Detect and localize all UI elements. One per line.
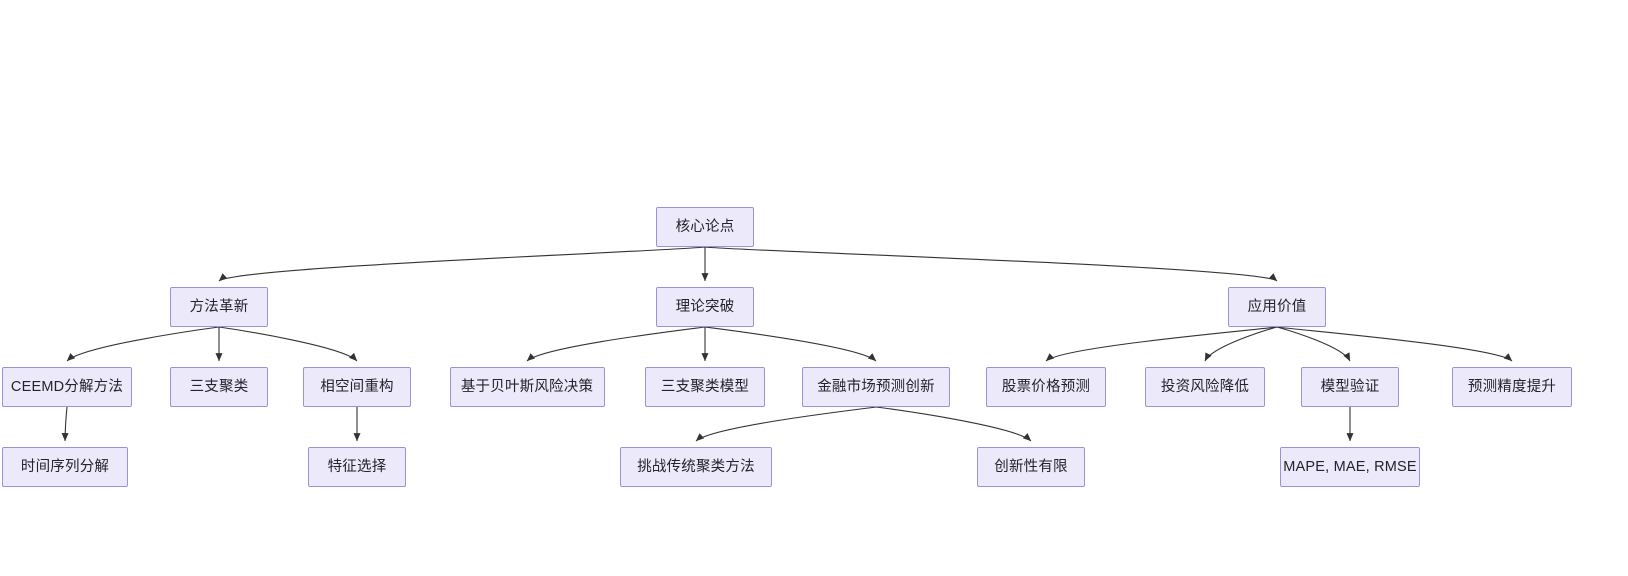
node-c10[interactable]: 预测精度提升 (1452, 367, 1572, 407)
node-label: 时间序列分解 (20, 458, 110, 475)
node-d1[interactable]: 时间序列分解 (2, 447, 128, 487)
node-label: 挑战传统聚类方法 (637, 458, 755, 475)
node-c8[interactable]: 投资风险降低 (1145, 367, 1265, 407)
node-label: 应用价值 (1247, 298, 1307, 315)
node-c3[interactable]: 相空间重构 (303, 367, 411, 407)
node-label: 理论突破 (675, 298, 735, 315)
node-label: 股票价格预测 (1001, 378, 1091, 395)
node-label: 三支聚类 (189, 378, 249, 395)
node-c5[interactable]: 三支聚类模型 (645, 367, 765, 407)
node-c1[interactable]: CEEMD分解方法 (2, 367, 132, 407)
node-d5[interactable]: MAPE, MAE, RMSE (1280, 447, 1420, 487)
node-c6[interactable]: 金融市场预测创新 (802, 367, 950, 407)
node-label: 三支聚类模型 (660, 378, 750, 395)
node-c4[interactable]: 基于贝叶斯风险决策 (449, 367, 605, 407)
node-label: 基于贝叶斯风险决策 (460, 378, 594, 395)
node-label: 创新性有限 (994, 458, 1068, 475)
node-label: 特征选择 (327, 458, 387, 475)
node-label: 预测精度提升 (1467, 378, 1557, 395)
node-label: 投资风险降低 (1160, 378, 1250, 395)
node-c9[interactable]: 模型验证 (1301, 367, 1399, 407)
node-d4[interactable]: 创新性有限 (977, 447, 1085, 487)
node-label: MAPE, MAE, RMSE (1283, 458, 1417, 475)
node-c7[interactable]: 股票价格预测 (986, 367, 1106, 407)
node-label: CEEMD分解方法 (10, 378, 124, 395)
node-d2[interactable]: 特征选择 (308, 447, 406, 487)
node-d3[interactable]: 挑战传统聚类方法 (620, 447, 772, 487)
node-label: 模型验证 (1320, 378, 1380, 395)
node-b3[interactable]: 应用价值 (1228, 287, 1326, 327)
node-label: 方法革新 (189, 298, 249, 315)
node-label: 相空间重构 (320, 378, 394, 395)
node-label: 核心论点 (675, 218, 735, 235)
node-label: 金融市场预测创新 (817, 378, 935, 395)
root-node[interactable]: 核心论点 (656, 207, 754, 247)
node-b2[interactable]: 理论突破 (656, 287, 754, 327)
node-c2[interactable]: 三支聚类 (170, 367, 268, 407)
node-b1[interactable]: 方法革新 (170, 287, 268, 327)
